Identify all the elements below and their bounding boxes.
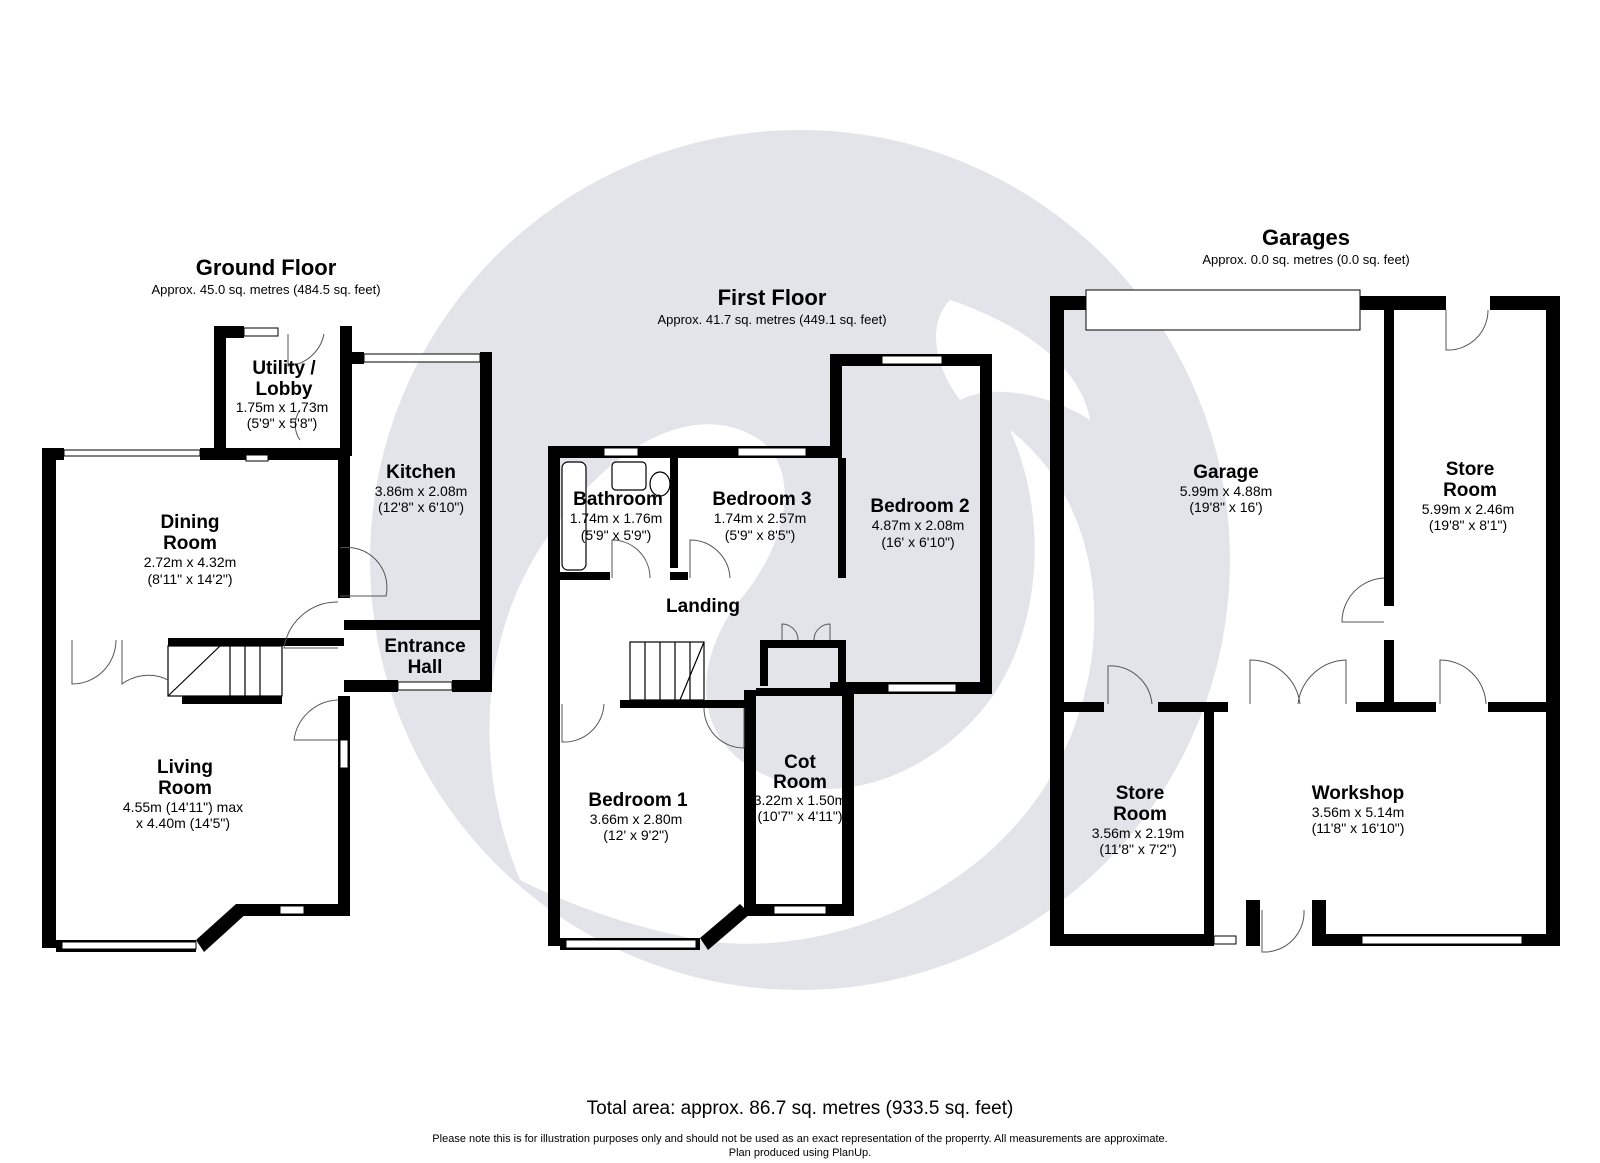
room-name: Store: [1446, 459, 1495, 480]
room-name: Bedroom 2: [870, 496, 969, 517]
room-name: Room: [163, 533, 217, 554]
room-name: Room: [1113, 804, 1167, 825]
room-name: Utility /: [252, 358, 316, 379]
ground-floor-area: Approx. 45.0 sq. metres (484.5 sq. feet): [151, 282, 380, 297]
room-dimensions-imperial: (11'8" x 16'10"): [1312, 820, 1405, 836]
room-name: Cot: [784, 752, 816, 773]
room-dimensions: 4.55m (14'11") max: [123, 799, 243, 815]
room-dimensions-imperial: (5'9" x 5'9"): [581, 527, 652, 543]
room-dimensions: 3.66m x 2.80m: [590, 811, 683, 827]
room-name: Garage: [1193, 462, 1258, 483]
room-dimensions: 4.87m x 2.08m: [872, 517, 965, 533]
first-floor-area: Approx. 41.7 sq. metres (449.1 sq. feet): [657, 312, 886, 327]
wall: [42, 448, 56, 948]
room-name: Lobby: [256, 379, 313, 400]
room-dimensions-imperial: (12'8" x 6'10"): [378, 499, 464, 515]
room-dimensions: 5.99m x 4.88m: [1180, 483, 1273, 499]
room-name: Store: [1116, 783, 1165, 804]
first-floor-title: First Floor: [718, 285, 827, 310]
room-dimensions-imperial: (10'7" x 4'11"): [757, 808, 842, 824]
room-name: Living: [157, 757, 213, 778]
garages-area: Approx. 0.0 sq. metres (0.0 sq. feet): [1202, 252, 1409, 267]
room-name: Room: [1443, 480, 1497, 501]
garages-title: Garages: [1262, 225, 1350, 250]
room-dimensions: 1.74m x 1.76m: [570, 510, 663, 526]
room-labels: Utility / Lobby 1.75m x 1.73m (5'9" x 5'…: [123, 358, 1514, 857]
disclaimer: Please note this is for illustration pur…: [432, 1133, 1168, 1145]
plan-credit: Plan produced using PlanUp.: [728, 1147, 872, 1159]
room-dimensions: 2.72m x 4.32m: [144, 554, 237, 570]
room-dimensions-imperial: (12' x 9'2"): [603, 827, 669, 843]
room-dimensions: 5.99m x 2.46m: [1422, 501, 1515, 517]
room-dimensions: 3.86m x 2.08m: [375, 483, 468, 499]
room-name: Room: [158, 778, 212, 799]
room-name: Bedroom 3: [712, 489, 811, 510]
room-name: Entrance: [384, 636, 465, 657]
garages-plan: [1050, 289, 1560, 953]
room-dimensions-imperial: (5'9" x 8'5"): [725, 527, 796, 543]
room-name: Room: [773, 772, 827, 793]
room-name: Bedroom 1: [588, 790, 688, 811]
room-name: Landing: [666, 596, 740, 617]
room-dimensions-imperial: (16' x 6'10"): [881, 534, 954, 550]
ground-floor-title: Ground Floor: [196, 255, 337, 280]
room-dimensions: 3.56m x 2.19m: [1092, 825, 1185, 841]
room-name: Workshop: [1312, 783, 1405, 804]
ground-floor-plan: [42, 326, 492, 952]
room-dimensions-imperial: (8'11" x 14'2"): [147, 571, 232, 587]
room-dimensions-imperial: (5'9" x 5'8"): [247, 415, 318, 431]
room-dimensions: 3.56m x 5.14m: [1312, 804, 1405, 820]
room-name: Dining: [160, 512, 219, 533]
room-name: Bathroom: [573, 489, 663, 510]
room-dimensions: 1.75m x 1.73m: [236, 399, 329, 415]
room-dimensions-imperial: (19'8" x 8'1"): [1429, 517, 1507, 533]
first-floor-plan: [548, 354, 992, 950]
room-dimensions-imperial: (11'8" x 7'2"): [1099, 841, 1176, 857]
floor-titles: Ground Floor Approx. 45.0 sq. metres (48…: [151, 225, 1409, 327]
room-dimensions: 1.74m x 2.57m: [714, 510, 807, 526]
total-area: Total area: approx. 86.7 sq. metres (933…: [586, 1098, 1014, 1119]
room-dimensions: 3.22m x 1.50m: [754, 792, 847, 808]
room-dimensions-imperial: (19'8" x 16'): [1189, 499, 1262, 515]
room-name: Hall: [408, 657, 443, 678]
watermark-logo: [370, 130, 1230, 990]
room-dimensions-imperial: x 4.40m (14'5"): [136, 815, 230, 831]
room-name: Kitchen: [386, 462, 456, 483]
